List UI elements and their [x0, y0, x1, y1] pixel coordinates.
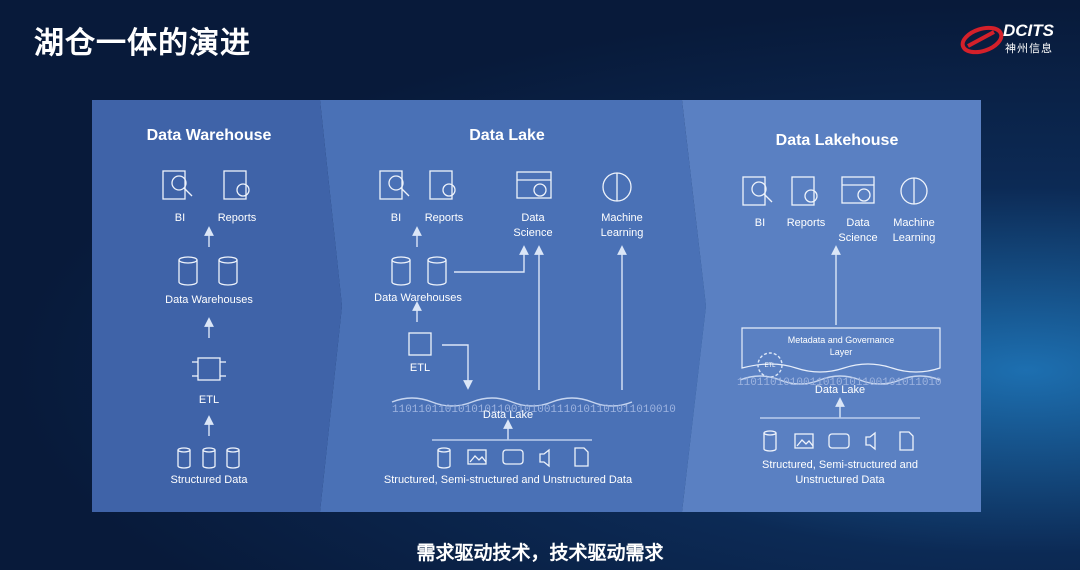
audio-icon [865, 431, 876, 451]
warehouse-warehouses-label: Data Warehouses [165, 294, 253, 306]
database-icon [427, 256, 447, 286]
warehouse-etl-label: ETL [198, 394, 220, 406]
document-icon [574, 447, 589, 467]
warehouse-title: Data Warehouse [146, 127, 272, 144]
audio-icon [539, 448, 550, 468]
lake-reports-label: Reports [424, 212, 464, 224]
etl-chip-icon [192, 357, 226, 381]
lakehouse-reports-label: Reports [786, 217, 826, 229]
logo-name: DCITS [1003, 21, 1054, 40]
database-icon [178, 256, 198, 286]
database-icon [437, 447, 451, 469]
brain-icon [602, 172, 632, 202]
lakehouse-metadata-label: Metadata and Governance Layer [787, 335, 895, 357]
lakehouse-machine-learning-label: Machine Learning [892, 217, 936, 244]
video-icon [828, 433, 850, 449]
video-icon [502, 449, 524, 465]
database-icon [391, 256, 411, 286]
warehouse-bi-label: BI [174, 212, 186, 224]
lakehouse-title: Data Lakehouse [775, 132, 899, 149]
lakehouse-bi-label: BI [754, 217, 766, 229]
diagram-canvas: 1101101101010101100101001110101101011010… [92, 100, 981, 512]
reports-icon [223, 170, 250, 200]
reports-icon [791, 176, 818, 206]
database-icon [202, 447, 216, 469]
brain-icon [900, 177, 928, 205]
lakehouse-data-science-label: Data Science [838, 217, 878, 244]
lakehouse-binary-text: 1101101010011010101100101011010 [737, 377, 942, 389]
warehouse-panel [92, 100, 342, 512]
lake-title: Data Lake [469, 127, 545, 144]
document-icon [899, 431, 914, 451]
image-icon [467, 449, 487, 465]
lakehouse-lake-label: Data Lake [814, 384, 866, 396]
warehouse-structured-label: Structured Data [170, 474, 248, 486]
lake-panel [320, 100, 706, 512]
lake-warehouses-label: Data Warehouses [374, 292, 462, 304]
logo-mark [960, 25, 1004, 55]
lake-machine-learning-label: Machine Learning [600, 212, 644, 239]
lakehouse-etl-label: ETL [764, 363, 776, 369]
bi-chart-icon [162, 170, 193, 200]
lake-bi-label: BI [390, 212, 402, 224]
database-icon [177, 447, 191, 469]
warehouse-reports-label: Reports [217, 212, 257, 224]
lake-lake-label: Data Lake [482, 409, 534, 421]
etl-chip-icon [408, 332, 432, 356]
bi-chart-icon [742, 176, 773, 206]
lake-etl-label: ETL [409, 362, 431, 374]
slide-title: 湖仓一体的演进 [34, 26, 251, 61]
lakehouse-panel [682, 100, 981, 512]
database-icon [226, 447, 240, 469]
reports-icon [429, 170, 456, 200]
database-icon [763, 430, 777, 452]
data-science-icon [841, 176, 875, 204]
bi-chart-icon [379, 170, 410, 200]
lakehouse-sources-label: Structured, Semi-structured and Unstruct… [762, 459, 918, 486]
lake-data-science-label: Data Science [513, 212, 553, 239]
data-science-icon [516, 171, 552, 199]
image-icon [794, 433, 814, 449]
lake-sources-label: Structured, Semi-structured and Unstruct… [383, 474, 633, 486]
slide-caption: 需求驱动技术，技术驱动需求 [416, 542, 664, 564]
logo-subtitle: 神州信息 [1005, 42, 1053, 55]
architecture-diagram: 1101101101010101100101001110101101011010… [92, 100, 981, 512]
database-icon [218, 256, 238, 286]
lake-binary-text: 1101101101010101100101001110101101011010… [392, 404, 676, 416]
